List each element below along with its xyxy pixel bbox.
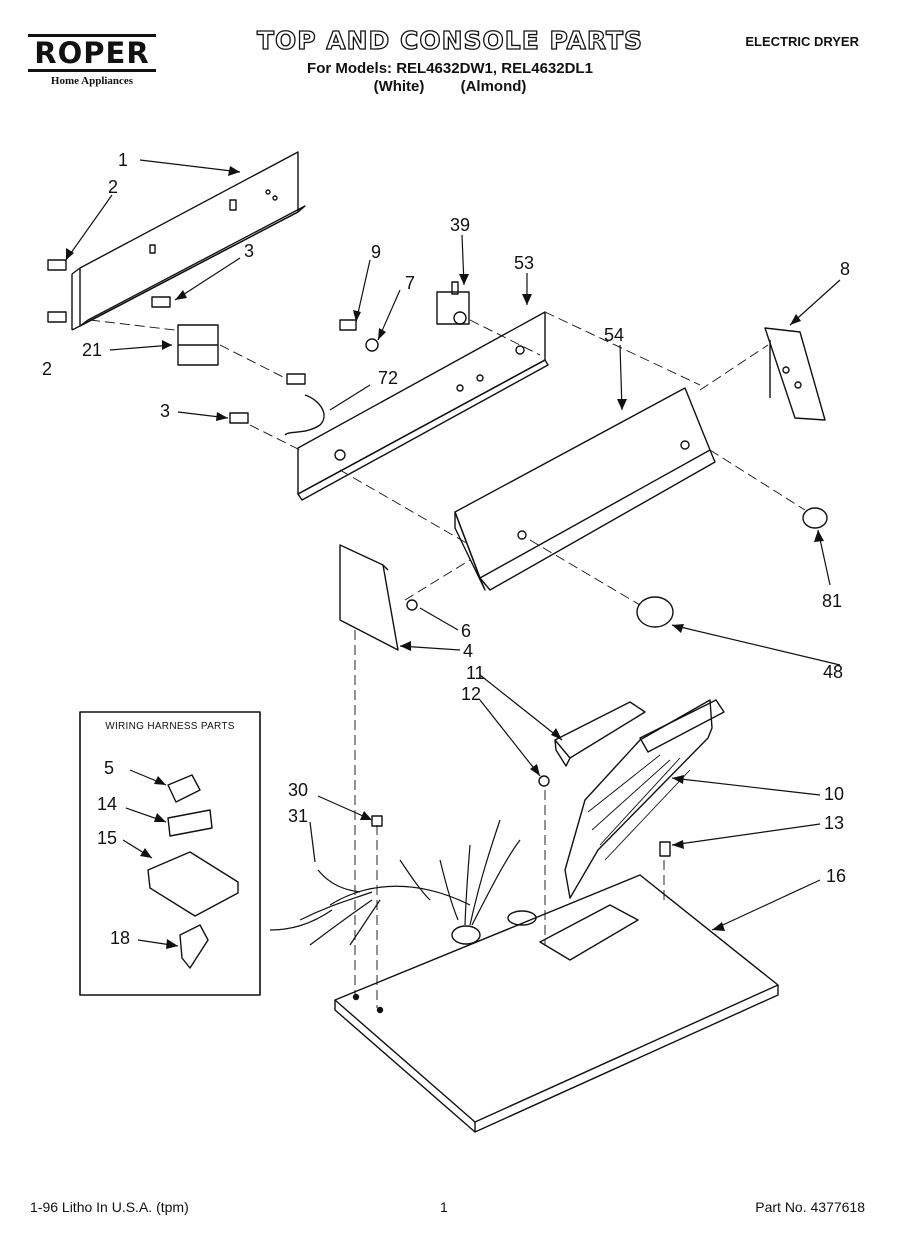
- callout-1: 1: [118, 150, 128, 170]
- model-numbers: For Models: REL4632DW1, REL4632DL1: [307, 60, 593, 77]
- wiring-harness-inset: [79, 711, 261, 996]
- wiring-harness: [269, 819, 521, 946]
- arrowheads: [66, 166, 824, 949]
- callout-48: 48: [823, 662, 843, 682]
- callout-53: 53: [514, 253, 534, 273]
- callout-54: 54: [604, 325, 624, 345]
- callout-18: 18: [110, 928, 130, 948]
- callout-72: 72: [378, 368, 398, 388]
- inset-parts: [147, 774, 239, 969]
- model-info: For Models: REL4632DW1, REL4632DL1 (Whit…: [200, 60, 700, 96]
- page-title: TOP AND CONSOLE PARTS: [256, 25, 644, 55]
- console-back-panel: [297, 311, 549, 501]
- callout-13: 13: [824, 813, 844, 833]
- panel-bracket: [339, 544, 399, 651]
- push-switch: [436, 281, 470, 325]
- variant-almond: (Almond): [460, 78, 527, 95]
- lint-screen: [554, 701, 646, 767]
- model-variants: (White) (Almond): [200, 78, 700, 96]
- brand-logo: ROPER: [28, 34, 156, 72]
- assembly-lines: [89, 311, 806, 1008]
- callout-9: 9: [371, 242, 381, 262]
- variant-white: (White): [373, 78, 425, 95]
- callout-30: 30: [288, 780, 308, 800]
- callout-8: 8: [840, 259, 850, 279]
- inset-title: WIRING HARNESS PARTS: [105, 721, 235, 732]
- callouts: 1 2 2 3 3 21 9 7 72 39 53 54 8 81 48 6 4…: [42, 150, 850, 948]
- console-end-cap: [764, 327, 826, 421]
- callout-81: 81: [822, 591, 842, 611]
- timer-unit: [177, 324, 219, 366]
- callout-11: 11: [466, 663, 485, 683]
- callout-21: 21: [82, 340, 102, 360]
- callout-14: 14: [97, 794, 117, 814]
- callout-3-bottom: 3: [160, 401, 170, 421]
- exhaust-grille: [564, 699, 725, 899]
- control-knob: [636, 596, 674, 628]
- callout-12: 12: [461, 684, 481, 704]
- callout-39: 39: [450, 215, 470, 235]
- footer-page-number: 1: [440, 1199, 448, 1215]
- callout-5: 5: [104, 758, 114, 778]
- callout-6: 6: [461, 621, 471, 641]
- brand-subtitle: Home Appliances: [50, 75, 134, 87]
- push-button: [802, 507, 828, 529]
- control-panel: [71, 151, 306, 331]
- callout-15: 15: [97, 828, 117, 848]
- callout-4: 4: [463, 641, 473, 661]
- callout-2-bottom: 2: [42, 359, 52, 379]
- callout-10: 10: [824, 784, 844, 804]
- callout-7: 7: [405, 273, 415, 293]
- product-type: ELECTRIC DRYER: [745, 34, 859, 49]
- brand-block: ROPER Home Appliances: [28, 34, 156, 87]
- console-front-panel: [454, 387, 716, 591]
- footer-print-info: 1-96 Litho In U.S.A. (tpm): [30, 1199, 189, 1215]
- top-panel: [334, 874, 779, 1133]
- callout-16: 16: [826, 866, 846, 886]
- footer-part-number: Part No. 4377618: [755, 1199, 865, 1215]
- callout-2-top: 2: [108, 177, 118, 197]
- callout-31: 31: [288, 806, 308, 826]
- callout-3-top: 3: [244, 241, 254, 261]
